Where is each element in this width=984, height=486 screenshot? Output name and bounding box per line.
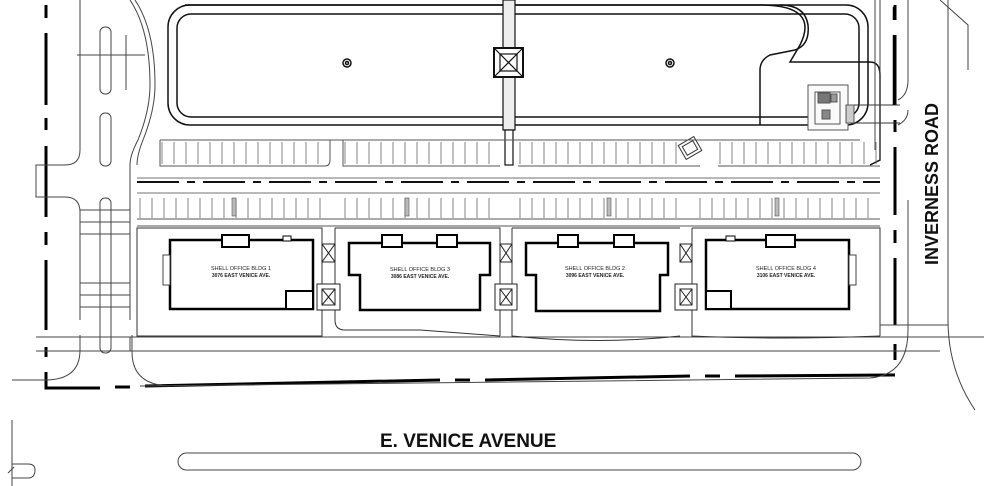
crosswalk — [36, 209, 984, 352]
parking-south-row — [137, 218, 880, 227]
parking-stalls-north — [161, 142, 877, 164]
building-1-name: SHELL OFFICE BLDG 1 — [211, 266, 271, 272]
parking-north-row — [159, 139, 880, 167]
road-label-venice: E. VENICE AVENUE — [380, 431, 556, 452]
building-3[interactable]: SHELL OFFICE BLDG 3 3086 EAST VENICE AVE… — [347, 234, 492, 312]
building-3-address: 3086 EAST VENICE AVE. — [391, 274, 450, 280]
building-2-name: SHELL OFFICE BLDG 2 — [565, 266, 625, 272]
road-label-inverness: INVERNESS ROAD — [922, 103, 942, 265]
building-4-name: SHELL OFFICE BLDG 4 — [756, 266, 816, 272]
parking-stalls-south — [139, 198, 869, 218]
drive-aisle-centerline — [137, 177, 880, 194]
retention-pond — [167, 4, 881, 166]
building-2[interactable]: SHELL OFFICE BLDG 2 3096 EAST VENICE AVE… — [524, 234, 670, 313]
building-1-address: 3076 EAST VENICE AVE. — [212, 273, 271, 279]
building-4-address: 3106 EAST VENICE AVE. — [757, 273, 816, 279]
east-road-edges — [139, 0, 976, 411]
walkway-connectors — [316, 243, 698, 311]
building-2-address: 3096 EAST VENICE AVE. — [566, 273, 625, 279]
building-1[interactable]: SHELL OFFICE BLDG 1 3076 EAST VENICE AVE… — [162, 234, 315, 311]
dumpster-icon — [677, 135, 703, 161]
building-3-name: SHELL OFFICE BLDG 3 — [390, 267, 450, 273]
building-4[interactable]: SHELL OFFICE BLDG 4 3106 EAST VENICE AVE… — [704, 234, 857, 311]
west-access-road — [7, 0, 171, 486]
utility-enclosure — [807, 84, 900, 131]
property-line — [44, 5, 897, 390]
central-walkway — [493, 0, 524, 166]
south-road-median — [177, 452, 862, 471]
pond-extension — [759, 4, 809, 125]
accessible-stalls — [231, 197, 780, 217]
